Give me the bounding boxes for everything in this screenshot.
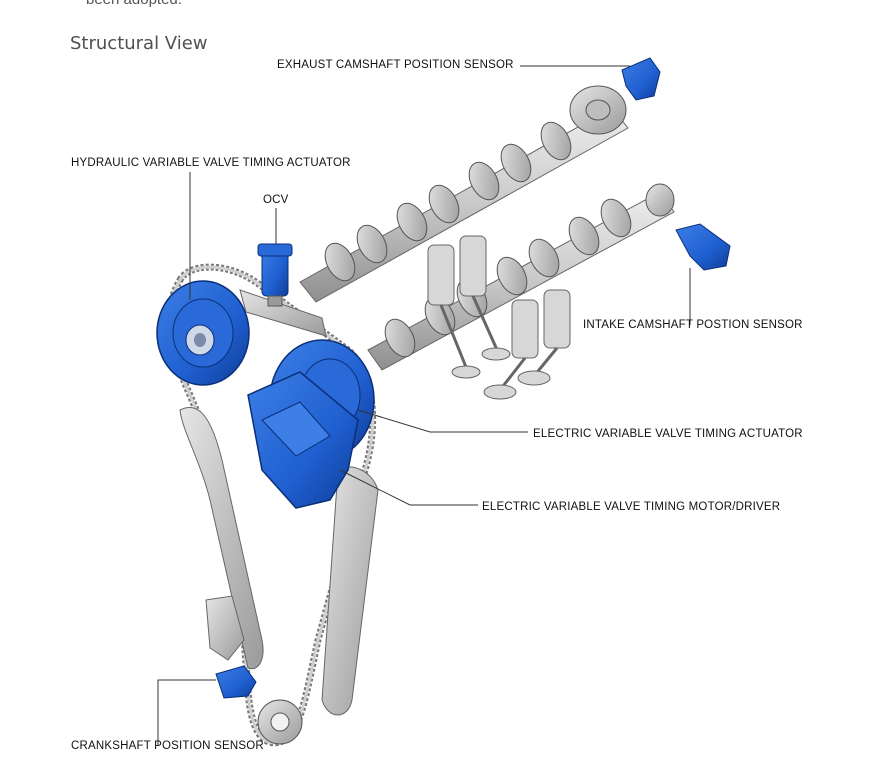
crankshaft-sensor [215, 665, 257, 699]
exhaust-cam-sensor [621, 57, 661, 101]
label-electric-vvt-actuator: ELECTRIC VARIABLE VALVE TIMING ACTUATOR [533, 428, 803, 440]
label-intake-cam-sensor: INTAKE CAMSHAFT POSTION SENSOR [583, 319, 803, 331]
electric-vvt-motor-driver [247, 371, 359, 509]
upper-bracket [239, 289, 327, 337]
chain-guide-left [179, 407, 264, 670]
section-title: Structural View [70, 32, 208, 54]
label-hydraulic-vvt: HYDRAULIC VARIABLE VALVE TIMING ACTUATOR [71, 157, 351, 169]
leader-lines [157, 65, 691, 745]
chain-tensioner [205, 595, 245, 661]
label-exhaust-cam-sensor: EXHAUST CAMSHAFT POSITION SENSOR [277, 59, 514, 71]
crankshaft-sprocket [257, 699, 303, 745]
cut-off-text: been adopted. [86, 0, 182, 8]
ocv-valve [257, 243, 293, 307]
label-crankshaft-sensor: CRANKSHAFT POSITION SENSOR [71, 740, 264, 752]
intake-camshaft [367, 183, 675, 371]
chain-guide-right [321, 466, 379, 716]
hydraulic-vvt-actuator [156, 280, 250, 386]
intake-cam-sensor [675, 223, 731, 271]
label-ocv: OCV [263, 194, 289, 206]
valve-springs [427, 235, 571, 400]
label-electric-vvt-motor: ELECTRIC VARIABLE VALVE TIMING MOTOR/DRI… [482, 501, 781, 513]
exhaust-camshaft [299, 85, 629, 303]
